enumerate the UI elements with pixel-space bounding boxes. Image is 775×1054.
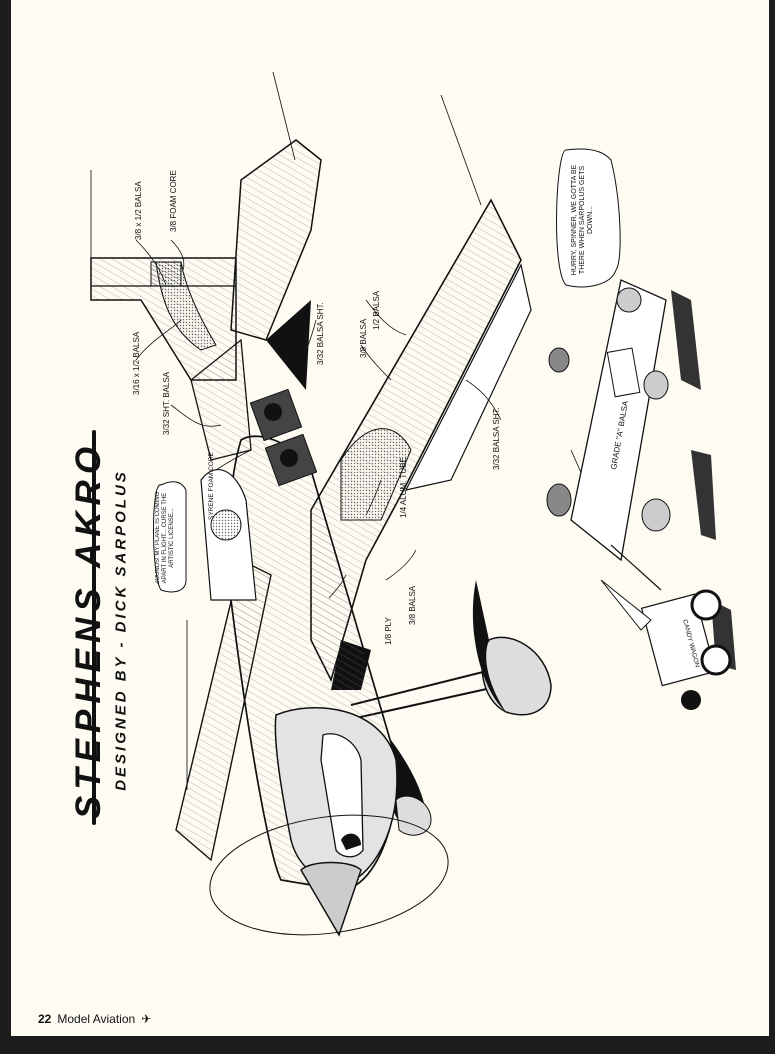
callout-alum-tube: 1/4 ALUM. TUBE xyxy=(399,457,408,518)
candy-wagon: CANDY WAGON xyxy=(600,544,732,710)
article-title-block: STEPHENS AKRO DESIGNED BY - DICK SARPOLU… xyxy=(39,420,139,840)
vertical-fin xyxy=(90,257,237,381)
title-rule xyxy=(92,430,96,825)
callout-fin-core: 3/8 FOAM CORE xyxy=(169,170,178,232)
cartoon-scene: HURRY, SPINNER, WE GOTTA BE THERE WHEN S… xyxy=(546,148,736,710)
callout-stab-sheet: 3/32 SHT. BALSA xyxy=(162,371,171,435)
article-byline: DESIGNED BY - DICK SARPOLUS xyxy=(112,469,130,791)
article-title: STEPHENS AKRO xyxy=(69,440,108,820)
callout-gear-balsa: 3/8 BALSA xyxy=(408,585,417,625)
pilot-bubble-text: ZOUNDS! MY PLANE IS COMING APART IN FLIG… xyxy=(155,491,175,585)
aircraft-illustration: 3/8 x 1/2 BALSA 3/8 FOAM CORE 3/16 x 1/2… xyxy=(90,71,736,937)
callout-wing-sheet: 3/32 BALSA SHT. xyxy=(492,407,501,470)
callout-stab-spar: 3/16 x 1/2 BALSA xyxy=(132,331,141,395)
callout-wing-spar-b: 1/2 BALSA xyxy=(372,290,381,330)
crew-bubble-text: HURRY, SPINNER, WE GOTTA BE THERE WHEN S… xyxy=(571,164,594,276)
callout-gear-ply: 1/8 PLY xyxy=(384,616,393,645)
horizontal-stabilizer xyxy=(190,139,322,461)
leader-lines xyxy=(135,239,502,599)
pilot-speech-bubble: ZOUNDS! MY PLANE IS COMING APART IN FLIG… xyxy=(153,481,187,593)
magazine-page: 3/8 x 1/2 BALSA 3/8 FOAM CORE 3/16 x 1/2… xyxy=(11,0,769,1036)
publication-name: Model Aviation xyxy=(57,1012,136,1026)
page-number: 22 xyxy=(38,1012,52,1026)
airplane-icon: ✈ xyxy=(141,1012,152,1026)
fuselage xyxy=(200,388,449,937)
page-footer: 22 Model Aviation ✈ xyxy=(38,1012,151,1026)
callout-wing-sheet-top: 3/32 BALSA SHT. xyxy=(316,302,325,365)
callout-wing-spar-a: 3/8 BALSA xyxy=(359,318,368,358)
landing-gear xyxy=(350,580,552,836)
callout-fuse-core: SYRENE FOAM CORE xyxy=(208,451,215,520)
callout-fin-spar: 3/8 x 1/2 BALSA xyxy=(134,181,143,240)
